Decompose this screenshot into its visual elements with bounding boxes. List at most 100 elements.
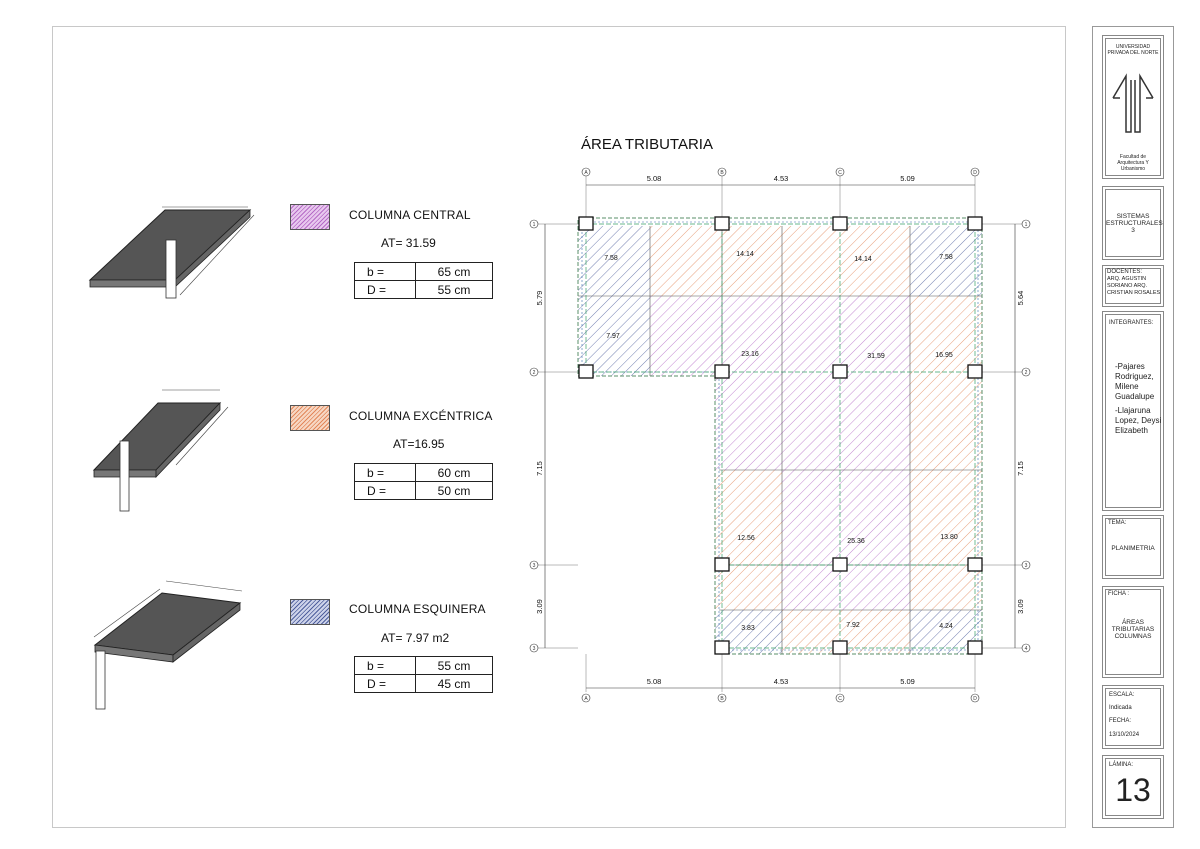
tb-tema-box: TEMA: PLANIMETRIA [1102,515,1164,579]
hatch-region [722,226,782,296]
axis-number-left: 1 [533,222,536,228]
hatch-region [578,296,650,376]
span-label-bottom: 5.08 [647,677,662,686]
hatch-region [650,226,722,296]
column-square [714,640,730,655]
column-square [714,364,730,379]
dim-key: D = [354,280,416,299]
area-value-label: 3.83 [741,625,755,632]
tb-lamina-box: LÁMINA: 13 [1102,755,1164,819]
plan-title: ÁREA TRIBUTARIA [581,136,713,153]
tb-integrante-1: -Pajares Rodriguez, Milene Guadalupe [1115,362,1155,401]
tb-ficha-box: FICHA : ÁREAS TRIBUTARIAS COLUMNAS [1102,586,1164,678]
axis-number-right: 1 [1025,222,1028,228]
tb-logo-inner [1105,38,1161,176]
area-value-label: 13.80 [940,534,958,541]
axis-number-left: 2 [533,370,536,376]
axis-bubble [529,367,539,377]
column-square [967,640,983,655]
tb-escala-inner [1105,688,1161,746]
tb-ficha-inner [1105,589,1161,675]
tb-university: UNIVERSIDAD PRIVADA DEL NORTE [1107,44,1159,56]
hatch-region [910,226,982,296]
corner-label: COLUMNA ESQUINERA [349,602,486,616]
tb-integrante-2: -Llajaruna Lopez, Deysi Elizabeth [1115,406,1162,435]
dim-value: 50 cm [415,481,493,500]
central-dims-table: b =65 cm D =55 cm [354,262,493,299]
excentric-label: COLUMNA EXCÉNTRICA [349,409,493,423]
hatch-region [840,610,910,654]
area-value-label: 16.95 [935,352,953,359]
university-logo-icon [1112,73,1154,133]
axis-bubble [1021,560,1031,570]
hatch-region [782,376,840,470]
hatch-region [650,296,722,376]
tb-course: SISTEMAS ESTRUCTURALES 3 [1106,213,1163,234]
span-label-right: 5.64 [1016,291,1025,306]
excentric-swatch [290,405,330,431]
axis-bubble [581,693,591,703]
tb-integrantes-label: INTEGRANTES: [1109,320,1154,326]
central-label: COLUMNA CENTRAL [349,208,471,222]
corner-dims-table: b =55 cm D =45 cm [354,656,493,693]
axis-letter-bottom: A [584,696,588,702]
column-square [714,216,730,231]
tb-tema-inner [1105,518,1161,576]
dim-key: D = [354,481,416,500]
dim-value: 65 cm [415,262,493,281]
area-value-label: 31.59 [867,353,885,360]
corner-area: AT= 7.97 m2 [381,631,450,645]
span-label-left: 7.15 [535,461,544,476]
axis-letter-bottom: B [720,696,724,702]
axis-bubble [1021,643,1031,653]
tb-integrantes-inner [1105,314,1161,508]
dim-value: 55 cm [415,280,493,299]
column-square [832,557,848,572]
tb-docentes-box: DOCENTES: ARQ. AGUSTIN SORIANO ARQ. CRIS… [1102,265,1164,307]
axis-bubble [1021,367,1031,377]
axis-number-right: 3 [1025,563,1028,569]
tb-integrantes-box: INTEGRANTES: -Pajares Rodriguez, Milene … [1102,311,1164,511]
span-label-top: 5.08 [647,174,662,183]
corner-swatch [290,599,330,625]
tb-tema-label: TEMA: [1108,520,1127,526]
column-square [967,364,983,379]
hatch-region [715,470,782,565]
axis-bubble [529,643,539,653]
title-block-frame [1092,26,1174,828]
tb-docentes-label: DOCENTES: [1107,269,1143,275]
dim-value: 45 cm [415,674,493,693]
hatch-region [840,376,910,470]
hatch-region [722,296,782,376]
tb-ficha-label: FICHA : [1108,591,1130,597]
excentric-area: AT=16.95 [393,437,445,451]
column-square [578,364,594,379]
hatch-region [910,470,982,565]
area-value-label: 12.56 [737,535,755,542]
axis-letter-top: C [838,170,842,176]
sketch-corner-column [93,580,243,710]
tributary-regions [578,226,982,654]
span-label-top: 5.09 [900,174,915,183]
dim-value: 60 cm [415,463,493,482]
column-square [714,557,730,572]
tb-course-inner [1105,189,1161,257]
tb-docentes: ARQ. AGUSTIN SORIANO ARQ. CRISTIAN ROSAL… [1107,276,1161,296]
area-value-label: 7.58 [604,255,618,262]
area-value-label: 14.14 [736,251,754,258]
tb-lamina: 13 [1115,772,1151,808]
tb-ficha: ÁREAS TRIBUTARIAS COLUMNAS [1111,619,1155,640]
area-value-label: 7.58 [939,254,953,261]
hatch-region [782,610,840,654]
span-label-bottom: 4.53 [774,677,789,686]
central-swatch [290,204,330,230]
tb-tema: PLANIMETRIA [1111,545,1155,552]
column-square [832,216,848,231]
column-3d-sketches [88,206,255,710]
plan-grid [529,167,1031,703]
sketch-excentric-column [92,389,229,512]
span-label-left: 3.09 [535,599,544,614]
tb-escala-label: ESCALA: [1109,692,1135,698]
